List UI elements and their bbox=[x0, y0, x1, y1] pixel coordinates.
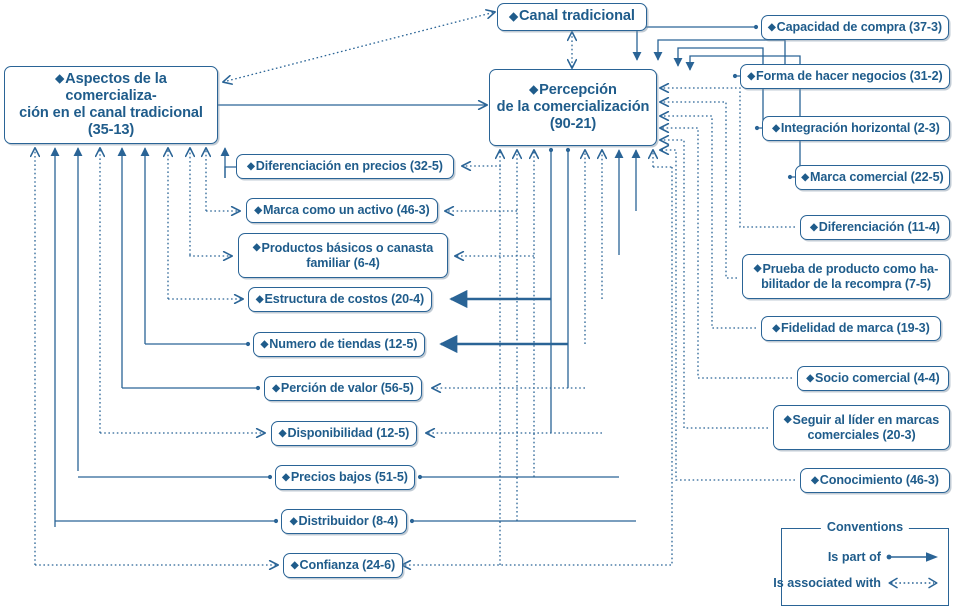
legend-row-is-part-of: Is part of bbox=[828, 551, 940, 564]
node-percepcion-label: ◆Percepción de la comercialización (90-2… bbox=[496, 81, 650, 133]
node-label: ◆Seguir al líder en marcas comerciales (… bbox=[783, 412, 940, 442]
node-label: ◆Precios bajos (51-5) bbox=[282, 470, 408, 485]
node-integracion-horizontal[interactable]: ◆Integración horizontal (2-3) bbox=[762, 116, 950, 141]
node-canal-tradicional-label: ◆Canal tradicional bbox=[509, 8, 635, 25]
node-label: ◆Socio comercial (4-4) bbox=[806, 371, 940, 386]
legend-is-part-of-label: Is part of bbox=[827, 550, 881, 564]
node-percepcion-comercializacion[interactable]: ◆Percepción de la comercialización (90-2… bbox=[489, 69, 657, 146]
node-fidelidad-de-marca[interactable]: ◆Fidelidad de marca (19-3) bbox=[761, 316, 941, 341]
node-label: ◆Marca comercial (22-5) bbox=[801, 170, 944, 185]
node-canal-tradicional[interactable]: ◆Canal tradicional bbox=[497, 3, 647, 31]
node-percion-de-valor[interactable]: ◆Perción de valor (56-5) bbox=[264, 376, 422, 401]
node-forma-de-hacer-negocios[interactable]: ◆Forma de hacer negocios (31-2) bbox=[740, 64, 950, 89]
node-label: ◆Estructura de costos (20-4) bbox=[255, 292, 425, 307]
node-label: ◆Disponibilidad (12-5) bbox=[278, 426, 410, 441]
node-label: ◆Confianza (24-6) bbox=[290, 558, 396, 573]
node-aspectos-label: ◆Aspectos de la comercializa- ción en el… bbox=[19, 70, 203, 139]
node-label: ◆Diferenciación en precios (32-5) bbox=[247, 159, 443, 174]
node-seguir-al-lider-en-marcas-comerciales[interactable]: ◆Seguir al líder en marcas comerciales (… bbox=[773, 405, 950, 450]
node-precios-bajos[interactable]: ◆Precios bajos (51-5) bbox=[275, 465, 415, 490]
node-prueba-de-producto-recompra[interactable]: ◆Prueba de producto como ha- bilitador d… bbox=[742, 254, 950, 299]
node-label: ◆Distribuidor (8-4) bbox=[289, 514, 399, 529]
node-label: ◆Forma de hacer negocios (31-2) bbox=[747, 69, 943, 84]
node-confianza[interactable]: ◆Confianza (24-6) bbox=[283, 553, 403, 578]
dotted-double-arrow-icon bbox=[888, 577, 938, 589]
node-socio-comercial[interactable]: ◆Socio comercial (4-4) bbox=[797, 366, 949, 391]
node-label: ◆Capacidad de compra (37-3) bbox=[767, 20, 943, 35]
node-disponibilidad[interactable]: ◆Disponibilidad (12-5) bbox=[271, 421, 417, 446]
legend-is-associated-with-label: Is associated with bbox=[773, 576, 881, 590]
node-marca-comercial[interactable]: ◆Marca comercial (22-5) bbox=[795, 165, 950, 190]
node-label: ◆Productos básicos o canasta familiar (6… bbox=[252, 240, 434, 270]
node-label: ◆Conocimiento (46-3) bbox=[811, 473, 939, 488]
node-marca-como-un-activo[interactable]: ◆Marca como un activo (46-3) bbox=[246, 198, 438, 223]
node-productos-basicos-canasta-familiar[interactable]: ◆Productos básicos o canasta familiar (6… bbox=[238, 233, 448, 278]
node-diferenciacion[interactable]: ◆Diferenciación (11-4) bbox=[800, 215, 950, 240]
node-distribuidor[interactable]: ◆Distribuidor (8-4) bbox=[281, 509, 407, 534]
legend-title: Conventions bbox=[820, 520, 910, 534]
node-label: ◆Numero de tiendas (12-5) bbox=[260, 337, 418, 352]
node-label: ◆Perción de valor (56-5) bbox=[272, 381, 414, 396]
node-label: ◆Integración horizontal (2-3) bbox=[772, 121, 940, 136]
conventions-legend: Conventions Is part of Is associated wit… bbox=[773, 520, 949, 606]
node-label: ◆Marca como un activo (46-3) bbox=[254, 203, 430, 218]
node-label: ◆Prueba de producto como ha- bilitador d… bbox=[753, 261, 939, 291]
solid-arrow-icon bbox=[886, 552, 938, 563]
node-diferenciacion-en-precios[interactable]: ◆Diferenciación en precios (32-5) bbox=[236, 154, 454, 179]
node-numero-de-tiendas[interactable]: ◆Numero de tiendas (12-5) bbox=[253, 332, 425, 357]
node-capacidad-de-compra[interactable]: ◆Capacidad de compra (37-3) bbox=[761, 15, 949, 40]
legend-row-is-associated-with: Is associated with bbox=[773, 577, 940, 590]
node-conocimiento[interactable]: ◆Conocimiento (46-3) bbox=[800, 468, 950, 493]
node-label: ◆Fidelidad de marca (19-3) bbox=[772, 321, 930, 336]
node-estructura-de-costos[interactable]: ◆Estructura de costos (20-4) bbox=[248, 287, 432, 312]
node-label: ◆Diferenciación (11-4) bbox=[810, 220, 940, 235]
node-aspectos-comercializacion[interactable]: ◆Aspectos de la comercializa- ción en el… bbox=[4, 66, 218, 144]
